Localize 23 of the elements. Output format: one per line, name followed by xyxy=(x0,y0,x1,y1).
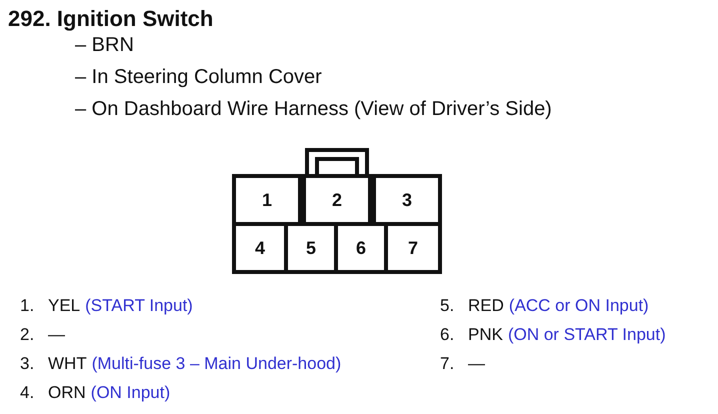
pin-number: 3. xyxy=(20,354,36,374)
pin-number: 5. xyxy=(440,296,456,316)
pin-function: (ACC or ON Input) xyxy=(508,296,649,316)
pin-function: (ON Input) xyxy=(90,383,170,403)
note-text: – On Dashboard Wire Harness (View of Driver’s Side) xyxy=(75,98,552,121)
wire-color: PNK xyxy=(468,325,503,345)
wire-color: WHT xyxy=(48,354,87,374)
no-wire-dash: — xyxy=(468,354,485,374)
pin-function: (START Input) xyxy=(85,296,193,316)
pin-number: 7. xyxy=(440,354,456,374)
pin-number: 6. xyxy=(440,325,456,345)
pin-number: 2. xyxy=(20,325,36,345)
no-wire-dash: — xyxy=(48,325,65,345)
pin-number: 1. xyxy=(20,296,36,316)
pin-function: (Multi-fuse 3 – Main Under-hood) xyxy=(92,354,342,374)
wire-color: ORN xyxy=(48,383,86,403)
wire-color: RED xyxy=(468,296,504,316)
note-text: – BRN xyxy=(75,34,134,57)
title: 292. Ignition Switch xyxy=(8,6,214,32)
note-text: – In Steering Column Cover xyxy=(75,66,322,89)
wire-color: YEL xyxy=(48,296,80,316)
pin-number: 4. xyxy=(20,383,36,403)
pin-function: (ON or START Input) xyxy=(508,325,666,345)
